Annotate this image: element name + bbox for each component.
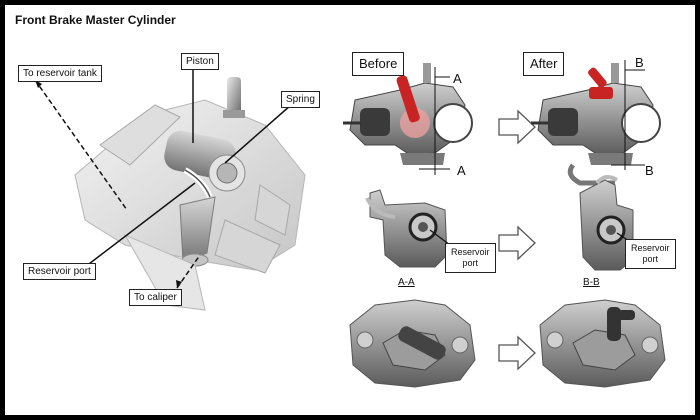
cutaway-after-view bbox=[539, 299, 666, 388]
label-reservoir-port-b: Reservoir port bbox=[625, 239, 676, 269]
diagram-frame: Front Brake Master Cylinder bbox=[5, 5, 695, 415]
before-view bbox=[343, 63, 473, 165]
marker-a-top: A bbox=[453, 71, 462, 86]
label-to-reservoir-tank: To reservoir tank bbox=[18, 65, 102, 82]
marker-a-bottom: A bbox=[457, 163, 466, 178]
master-cylinder-illustration bbox=[74, 77, 306, 311]
cutaway-before-view bbox=[349, 299, 476, 388]
label-after: After bbox=[523, 52, 565, 76]
marker-b-bottom: B bbox=[645, 163, 654, 178]
label-reservoir-port: Reservoir port bbox=[23, 263, 96, 280]
diagram-title: Front Brake Master Cylinder bbox=[15, 13, 176, 27]
marker-b-top: B bbox=[635, 55, 644, 70]
section-label-b: B-B bbox=[583, 277, 600, 288]
reservoir-port-line1: Reservoir bbox=[451, 247, 490, 257]
label-reservoir-port-a: Reservoir port bbox=[445, 243, 496, 273]
section-label-a: A-A bbox=[398, 277, 415, 288]
label-piston: Piston bbox=[181, 53, 219, 70]
diagram-drawing bbox=[34, 60, 666, 388]
label-to-caliper: To caliper bbox=[129, 289, 182, 306]
reservoir-port-line2: port bbox=[462, 258, 479, 268]
section-a-view bbox=[365, 189, 448, 268]
label-spring: Spring bbox=[281, 91, 320, 108]
after-view bbox=[531, 63, 661, 186]
reservoir-port-line1: Reservoir bbox=[631, 243, 670, 253]
label-before: Before bbox=[352, 52, 405, 76]
reservoir-port-line2: port bbox=[642, 254, 659, 264]
